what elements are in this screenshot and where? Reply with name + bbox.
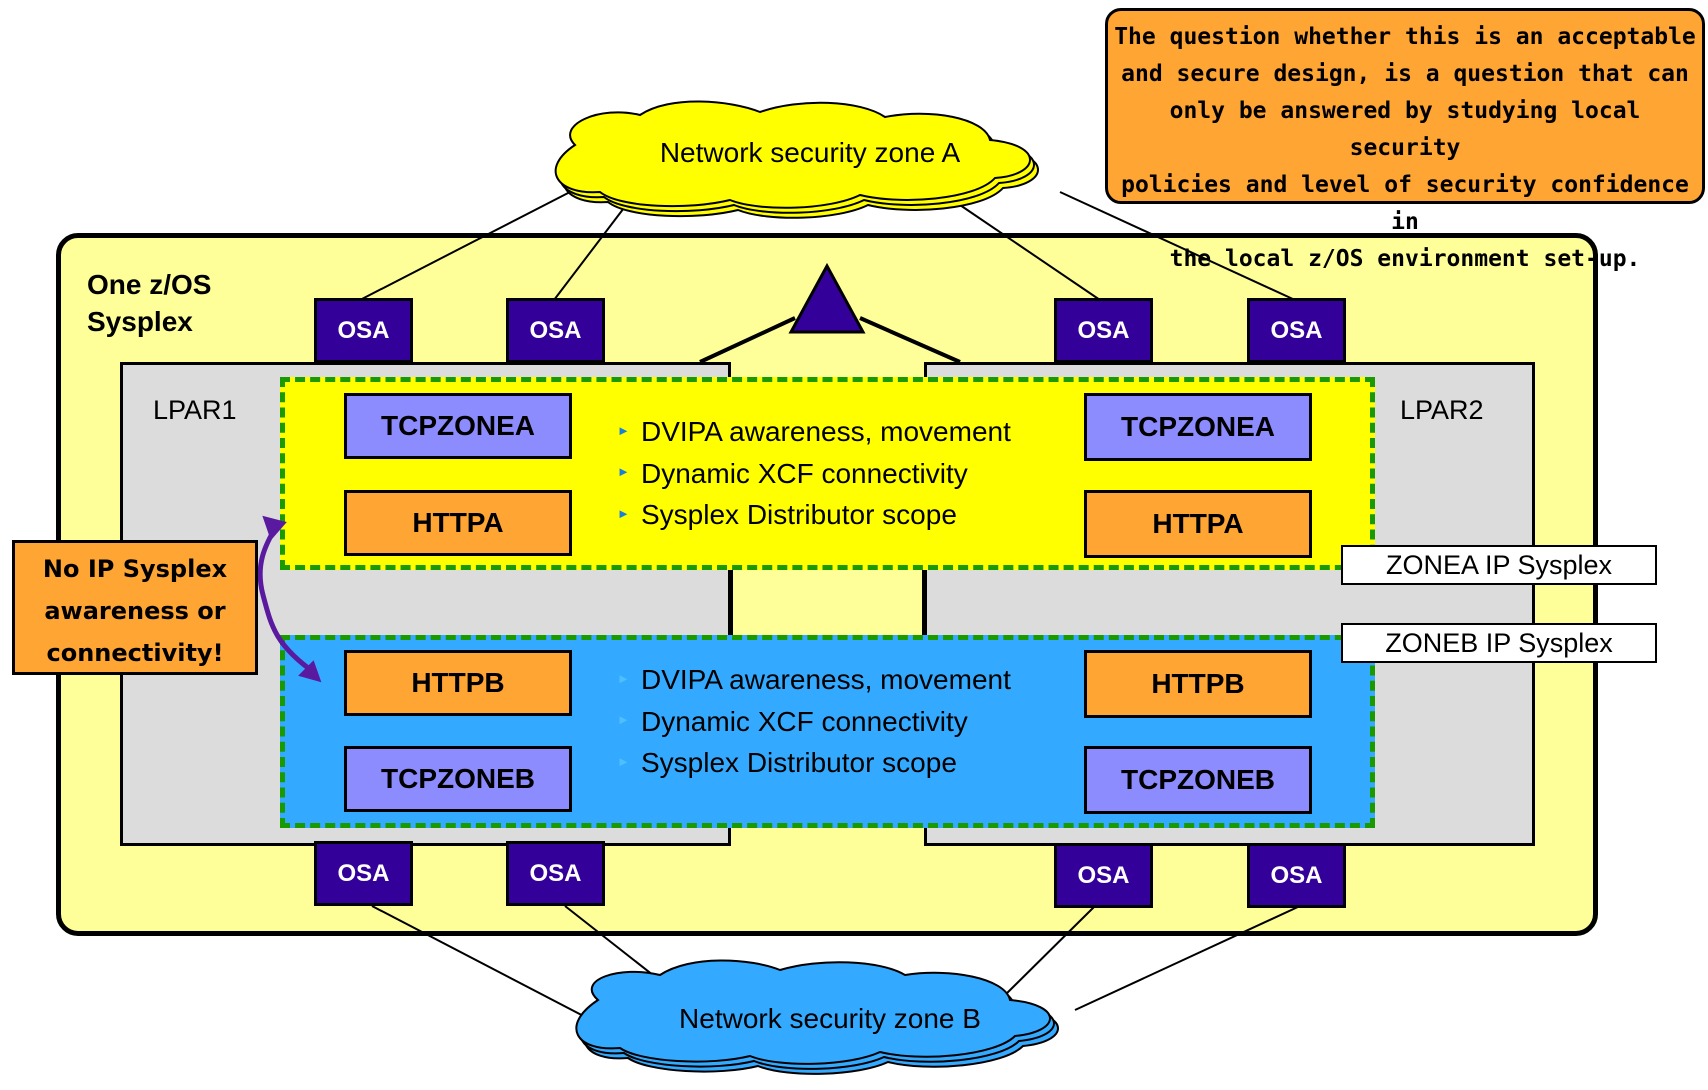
httpa-label: HTTPA — [1152, 508, 1244, 539]
bullet-icon: ► — [617, 422, 630, 438]
osa-adapter: OSA — [314, 841, 413, 906]
httpa-lpar2: HTTPA — [1084, 490, 1312, 558]
feature-item: ►Sysplex Distributor scope — [617, 743, 1011, 785]
httpb-label: HTTPB — [1151, 668, 1245, 699]
callout-line: connectivity! — [46, 639, 224, 667]
httpa-lpar1: HTTPA — [344, 490, 572, 556]
tcpzoneb-label: TCPZONEB — [381, 763, 535, 794]
callout-line: No IP Sysplex — [42, 555, 228, 583]
osa-adapter: OSA — [1054, 298, 1153, 363]
zone-a-feature-list: ►DVIPA awareness, movement ►Dynamic XCF … — [617, 412, 1011, 537]
zone-a-label: Network security zone A — [659, 137, 961, 168]
httpb-lpar2: HTTPB — [1084, 650, 1312, 718]
link-zone-a-osa3 — [959, 204, 1101, 301]
no-ip-sysplex-callout: No IP Sysplex awareness or connectivity! — [12, 540, 258, 675]
bullet-icon: ► — [617, 712, 630, 728]
osa-label: OSA — [1077, 316, 1130, 344]
tcpzonea-label: TCPZONEA — [1121, 411, 1275, 442]
sysplex-label-line2: Sysplex — [87, 306, 193, 337]
note-line: the local z/OS environment set-up. — [1169, 246, 1641, 272]
feature-item: ►DVIPA awareness, movement — [617, 660, 1011, 702]
sysplex-label: One z/OS Sysplex — [87, 266, 211, 340]
zonea-ip-sysplex-label: ZONEA IP Sysplex — [1341, 545, 1657, 585]
feature-item: ►Dynamic XCF connectivity — [617, 702, 1011, 744]
link-zone-b-osa4 — [1074, 905, 1301, 1011]
feature-item: ►Sysplex Distributor scope — [617, 495, 1011, 537]
tcpzoneb-label: TCPZONEB — [1121, 764, 1275, 795]
link-zone-a-osa1 — [359, 191, 571, 301]
lpar2-label: LPAR2 — [1400, 395, 1484, 425]
link-zone-b-osa1 — [371, 905, 596, 1023]
link-zone-a-osa4 — [1059, 191, 1296, 301]
httpa-label: HTTPA — [412, 507, 504, 538]
osa-label: OSA — [529, 859, 582, 887]
osa-adapter: OSA — [1247, 298, 1346, 363]
security-note: The question whether this is an acceptab… — [1105, 8, 1705, 272]
tcpzonea-lpar2: TCPZONEA — [1084, 393, 1312, 461]
lpar1-label: LPAR1 — [153, 395, 237, 425]
note-line: and secure design, is a question that ca… — [1121, 61, 1689, 87]
link-zone-a-osa2 — [553, 199, 631, 301]
osa-adapter: OSA — [1054, 843, 1153, 908]
tcpzonea-lpar1: TCPZONEA — [344, 393, 572, 459]
bullet-icon: ► — [617, 753, 630, 769]
link-zone-b-osa3 — [999, 905, 1096, 1001]
httpb-label: HTTPB — [411, 667, 505, 698]
callout-arrow — [257, 515, 322, 683]
note-line: only be answered by studying local secur… — [1169, 98, 1641, 161]
feature-item: ►Dynamic XCF connectivity — [617, 454, 1011, 496]
zone-b-label: Network security zone B — [679, 1003, 981, 1034]
osa-adapter: OSA — [1247, 843, 1346, 908]
note-line: The question whether this is an acceptab… — [1114, 24, 1696, 50]
zone-b-feature-list: ►DVIPA awareness, movement ►Dynamic XCF … — [617, 660, 1011, 785]
osa-label: OSA — [337, 316, 390, 344]
zoneb-ip-sysplex-label: ZONEB IP Sysplex — [1341, 623, 1657, 663]
osa-label: OSA — [1270, 316, 1323, 344]
sysplex-label-line1: One z/OS — [87, 269, 212, 300]
tcpzoneb-lpar2: TCPZONEB — [1084, 746, 1312, 814]
cloud-zone-a — [554, 100, 1039, 219]
bullet-icon: ► — [617, 505, 630, 521]
tcpzoneb-lpar1: TCPZONEB — [344, 746, 572, 812]
callout-line: awareness or — [44, 597, 226, 625]
osa-label: OSA — [1077, 861, 1130, 889]
feature-item: ►DVIPA awareness, movement — [617, 412, 1011, 454]
note-line: policies and level of security confidenc… — [1121, 172, 1689, 235]
cloud-zone-b — [575, 959, 1059, 1075]
bullet-icon: ► — [617, 670, 630, 686]
tcpzonea-label: TCPZONEA — [381, 410, 535, 441]
osa-adapter: OSA — [314, 298, 413, 363]
osa-adapter: OSA — [506, 298, 605, 363]
osa-label: OSA — [1270, 861, 1323, 889]
bullet-icon: ► — [617, 464, 630, 480]
osa-adapter: OSA — [506, 841, 605, 906]
osa-label: OSA — [337, 859, 390, 887]
coupling-facility-triangle — [788, 262, 866, 334]
osa-label: OSA — [529, 316, 582, 344]
httpb-lpar1: HTTPB — [344, 650, 572, 716]
